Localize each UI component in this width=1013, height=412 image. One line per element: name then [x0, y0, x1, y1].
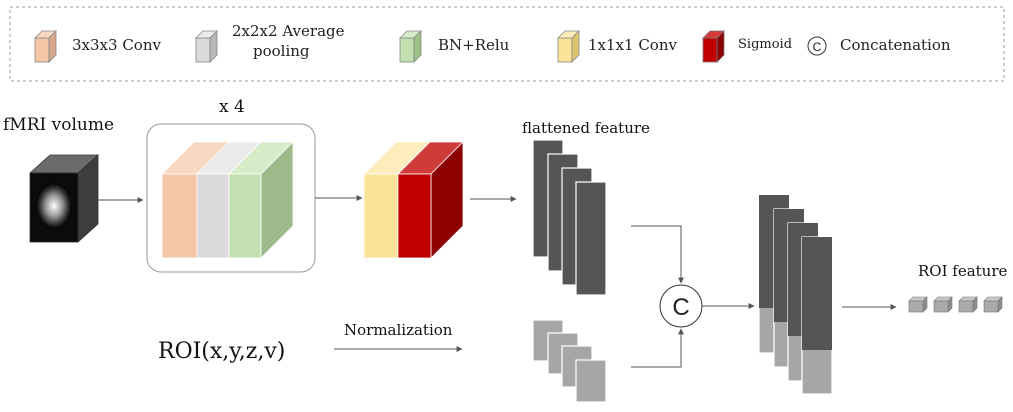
legend-label-concatenation: Concatenation [840, 36, 951, 54]
legend-item-sigmoid: Sigmoid [702, 30, 792, 63]
legend-swatch-sigmoid-side [716, 30, 725, 63]
combined-feature-stack [758, 194, 833, 395]
legend-swatch-pooling [195, 37, 211, 63]
roi-input-label: ROI(x,y,z,v) [158, 339, 285, 364]
roi-feature-cube-icon [933, 296, 953, 313]
legend-item-conv: 3x3x3 Conv [34, 30, 161, 63]
roi-feature-cube-icon [958, 296, 978, 313]
normalized-roi-stack [532, 319, 607, 403]
legend-label-sigmoid: Sigmoid [738, 37, 792, 52]
legend-concat-symbol: C [813, 40, 822, 54]
flattened-label: flattened feature [522, 119, 650, 137]
legend-swatch-pooling-side [209, 30, 218, 63]
concatenation-node-symbol: C [672, 294, 689, 321]
legend-label-pooling: 2x2x2 Average pooling [232, 22, 349, 60]
output-label: ROI feature [918, 262, 1008, 280]
legend-swatch-bn-relu [399, 37, 415, 63]
legend-item-bn-relu: BN+Relu [399, 30, 510, 63]
legend-swatch-conv [34, 37, 50, 63]
bn-relu-block [228, 141, 294, 259]
legend-swatch-conv-side [48, 30, 57, 63]
sigmoid-block-front [397, 173, 432, 259]
conv1-block [363, 141, 431, 259]
repeat-label: x 4 [219, 97, 245, 117]
flattened-feature-stack [532, 139, 607, 296]
legend-label-pooling-line1: 2x2x2 Average [232, 22, 345, 40]
roi-feature-cube-icon [983, 296, 1003, 313]
legend-item-pooling: 2x2x2 Average pooling [195, 22, 349, 63]
combined-feature-card-top [802, 237, 832, 350]
legend-label-conv1: 1x1x1 Conv [588, 36, 677, 54]
conv-block-front [161, 173, 199, 259]
legend-item-concatenation: C Concatenation [807, 36, 951, 56]
bn-relu-block-front [228, 173, 262, 259]
flattened-feature-card [575, 181, 607, 296]
legend-label-pooling-line2: pooling [253, 42, 310, 60]
fmri-volume-icon [28, 154, 100, 243]
input-label: fMRI volume [3, 115, 114, 135]
normalization-label: Normalization [344, 321, 453, 339]
pooling-block [196, 141, 262, 259]
normalized-roi-card [575, 359, 607, 403]
roi-feature-cube-icon [908, 296, 928, 313]
conv1-block-front [363, 173, 399, 259]
legend-swatch-conv1-side [571, 30, 580, 63]
brain-slice-icon [36, 183, 72, 229]
legend-swatch-conv1 [557, 37, 573, 63]
legend-label-bn-relu: BN+Relu [438, 36, 510, 54]
arrow-roi-to-concat [631, 328, 684, 368]
legend-swatch-bn-relu-side [413, 30, 422, 63]
concatenation-symbol-icon [807, 36, 827, 56]
legend-item-conv1: 1x1x1 Conv [557, 30, 677, 63]
legend-label-conv: 3x3x3 Conv [72, 36, 161, 54]
legend-swatch-sigmoid [702, 37, 718, 63]
arrow-flatten-to-concat [631, 225, 684, 284]
sigmoid-block [397, 141, 464, 259]
roi-feature-cubes [908, 296, 1003, 313]
pooling-block-front [196, 173, 230, 259]
